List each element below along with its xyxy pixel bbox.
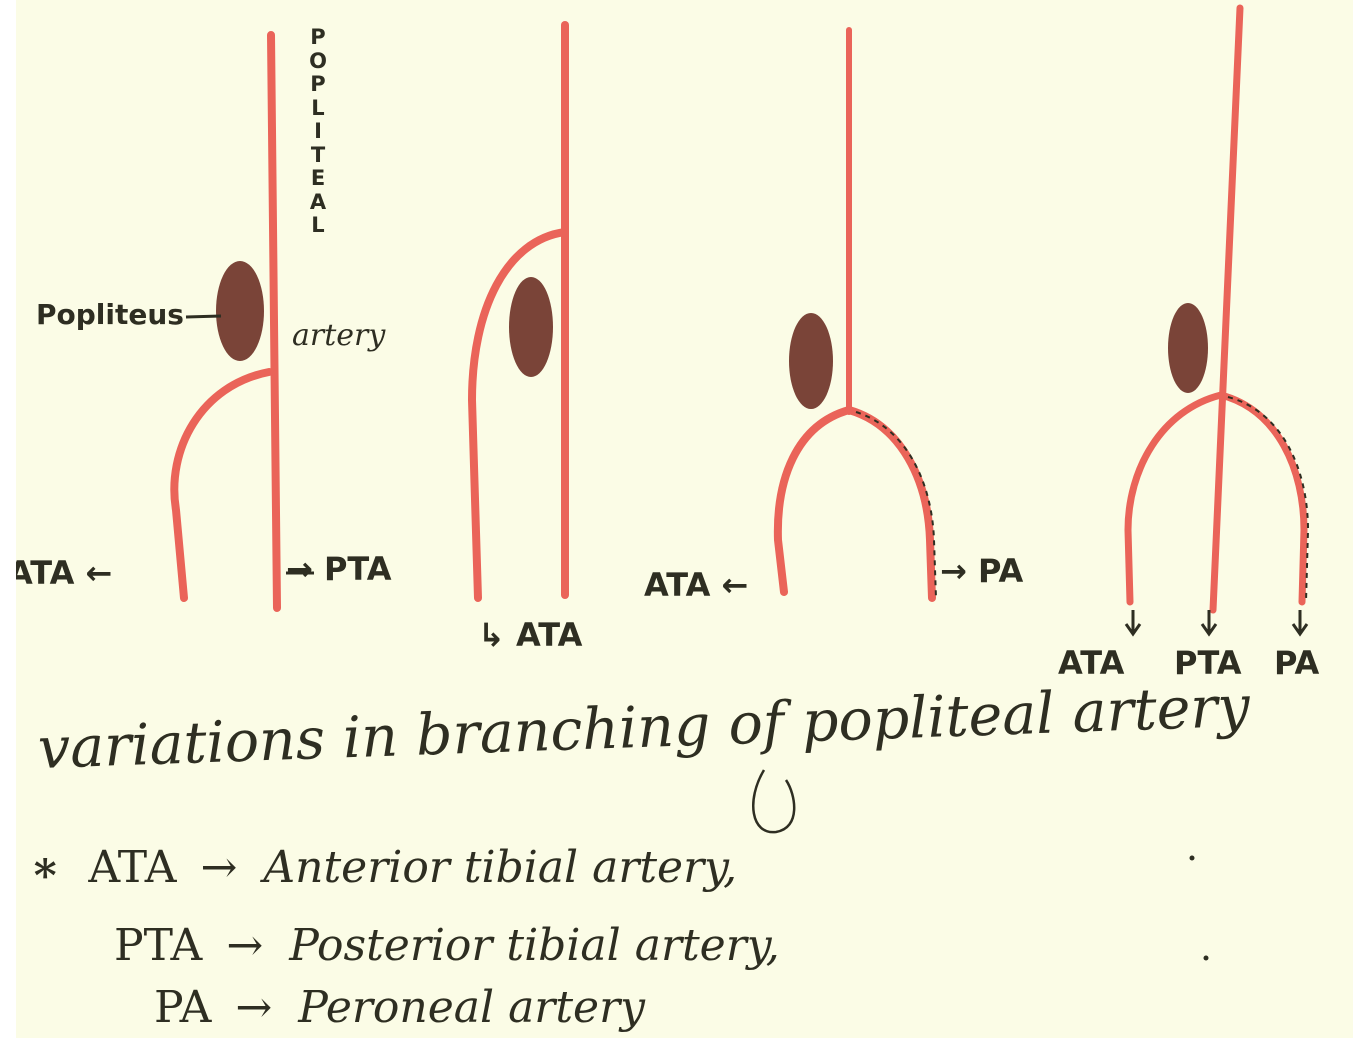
d1-pta-label: → PTA [286, 550, 392, 588]
legend-arrow: → [200, 842, 238, 893]
peroneal-branch-4 [1217, 391, 1308, 606]
diagram-sheet: P O P L I T E A L artery Popliteus ATA ←… [16, 0, 1353, 1038]
d1-ata-label: ATA ← [16, 554, 113, 592]
legend-arrow: → [235, 982, 273, 1033]
stray-dot-1 [1189, 855, 1195, 861]
artery-word-label: artery [292, 318, 386, 353]
popliteus-label: Popliteus [36, 298, 184, 331]
popliteus-muscle-2 [509, 277, 553, 377]
popliteal-letter: I [314, 119, 322, 143]
legend-row: PA → Peroneal artery [154, 982, 645, 1033]
legend-meaning: Anterior tibial artery, [263, 842, 738, 893]
anterior-tibial-branch-3 [773, 406, 853, 596]
diagram-2 [467, 21, 569, 602]
popliteal-letter: O [309, 48, 327, 73]
popliteal-letter: L [311, 213, 325, 237]
popliteus-muscle-1 [216, 261, 264, 361]
legend-abbr: ATA [88, 842, 177, 893]
anterior-tibial-branch-2 [467, 228, 569, 602]
ata-arrow-4 [1124, 610, 1142, 637]
peroneal-branch-3 [845, 406, 936, 602]
legend-abbr: PTA [114, 920, 203, 971]
diagram-1 [170, 31, 314, 612]
asterisk-icon: ∗ [30, 842, 61, 893]
popliteal-letter: E [310, 166, 326, 190]
diagram-3 [773, 27, 937, 602]
pta-arrow-4 [1200, 610, 1218, 637]
popliteus-pointer-line [185, 314, 222, 319]
popliteus-muscle-3 [789, 313, 833, 409]
popliteal-letter: P [310, 25, 326, 49]
popliteal-artery-4 [1209, 4, 1244, 614]
arteries-drawing [170, 4, 1310, 961]
popliteus-muscle-4 [1168, 303, 1208, 393]
popliteal-letter: A [309, 189, 327, 214]
d2-ata-label: ↳ ATA [478, 616, 583, 654]
peroneal-dashes-3 [855, 411, 937, 599]
legend-abbr: PA [154, 982, 212, 1033]
stray-dot-2 [1203, 955, 1209, 961]
legend-row: ∗ ATA → Anterior tibial artery, [30, 842, 737, 893]
d4-pa-label: PA [1274, 644, 1320, 682]
popliteal-artery-1 [267, 31, 281, 612]
legend-meaning: Peroneal artery [298, 982, 645, 1033]
anterior-tibial-branch-1 [170, 368, 273, 602]
legend-arrow: → [226, 920, 264, 971]
d3-ata-label: ATA ← [644, 566, 749, 604]
d4-pta-label: PTA [1174, 644, 1242, 682]
legend-meaning: Posterior tibial artery, [289, 920, 780, 971]
d4-ata-label: ATA [1058, 644, 1125, 682]
popliteal-vertical-label: P O P L I T E A L [306, 25, 330, 238]
popliteal-letter: T [310, 142, 326, 167]
branching-flourish [752, 769, 796, 834]
d3-pa-label: → PA [940, 552, 1024, 590]
popliteal-letter: L [311, 95, 325, 120]
anterior-tibial-branch-4 [1124, 391, 1225, 606]
peroneal-dashes-4 [1227, 396, 1310, 603]
popliteal-letter: P [310, 72, 326, 96]
legend-row: PTA → Posterior tibial artery, [114, 920, 780, 971]
pa-arrow-4 [1291, 610, 1309, 637]
diagram-4 [1124, 4, 1310, 637]
